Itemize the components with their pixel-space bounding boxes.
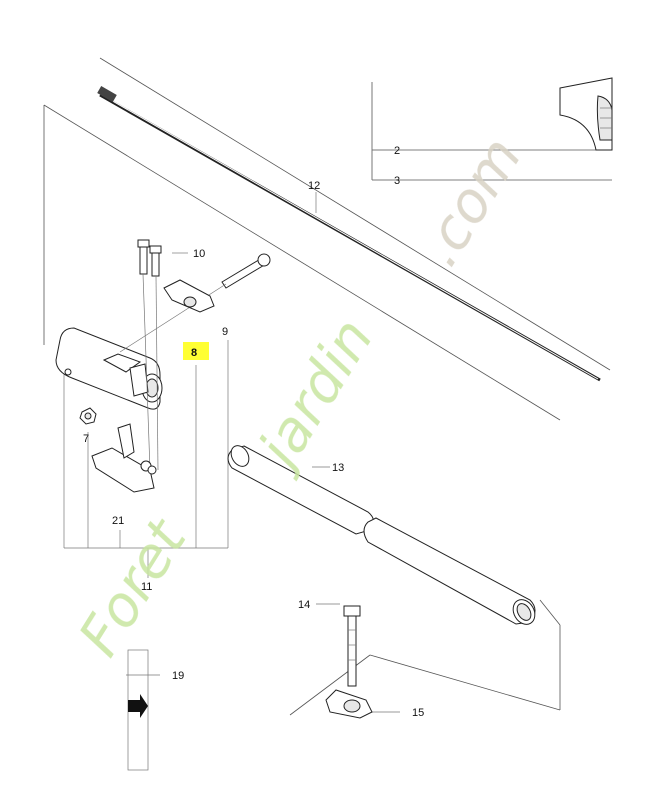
callout-7: 7: [83, 433, 89, 445]
tube-13-lower: [363, 517, 536, 625]
callout-11: 11: [141, 581, 152, 593]
nut-7: [79, 407, 97, 425]
callout-10: 10: [193, 248, 205, 260]
part-19: [127, 649, 149, 771]
upper-right-part: [559, 77, 613, 151]
watermark-text-c: .com: [407, 126, 535, 277]
watermark-text-a: Foret: [67, 508, 201, 668]
drive-shaft: [97, 86, 601, 382]
frame-lines: [43, 57, 612, 716]
bracket-21: [91, 423, 157, 493]
part-15: [325, 689, 373, 719]
callout-13: 13: [332, 462, 344, 474]
leader-lines: [63, 149, 400, 713]
bolt-14: [343, 605, 361, 687]
callout-12: 12: [308, 180, 320, 192]
callout-labels: 2 3 12 10 9 8 7 13 21 11 14 19 15: [83, 145, 424, 719]
callout-8-highlight: [183, 342, 209, 360]
callout-8: 8: [191, 347, 197, 359]
callout-21: 21: [112, 515, 124, 527]
callout-9: 9: [222, 326, 228, 338]
callout-2: 2: [394, 145, 400, 157]
callout-3: 3: [394, 175, 400, 187]
callout-14: 14: [298, 599, 310, 611]
tube-13-upper: [227, 445, 374, 535]
callout-19: 19: [172, 670, 184, 682]
lever-8: [163, 279, 215, 313]
screw-10: [137, 239, 162, 471]
callout-15: 15: [412, 707, 424, 719]
